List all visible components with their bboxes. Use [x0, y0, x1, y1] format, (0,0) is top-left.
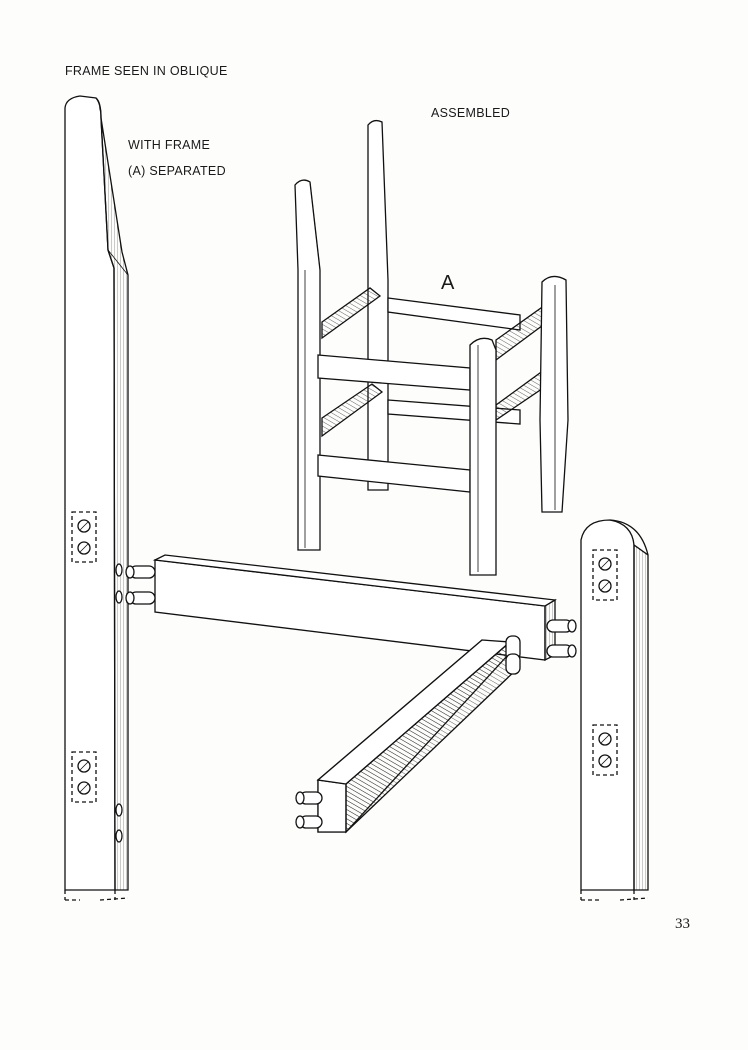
right-front-leg [580, 519, 649, 901]
part-a-label: A [441, 272, 455, 294]
mortise-upper-right [592, 549, 618, 601]
with-frame-caption: WITH FRAME [128, 138, 211, 152]
figure-title: FRAME SEEN IN OBLIQUE [65, 64, 228, 78]
separated-caption: (A) SEPARATED [128, 164, 226, 178]
mortise-lower-left [71, 751, 97, 803]
mortise-upper-left [71, 511, 97, 563]
assembled-chair [294, 119, 569, 576]
left-back-leg [64, 95, 129, 901]
page-number: 33 [675, 916, 690, 932]
side-rail-separated [295, 635, 521, 834]
front-rail-separated [125, 554, 577, 662]
assembled-caption: ASSEMBLED [431, 106, 511, 120]
mortise-lower-right [592, 724, 618, 776]
